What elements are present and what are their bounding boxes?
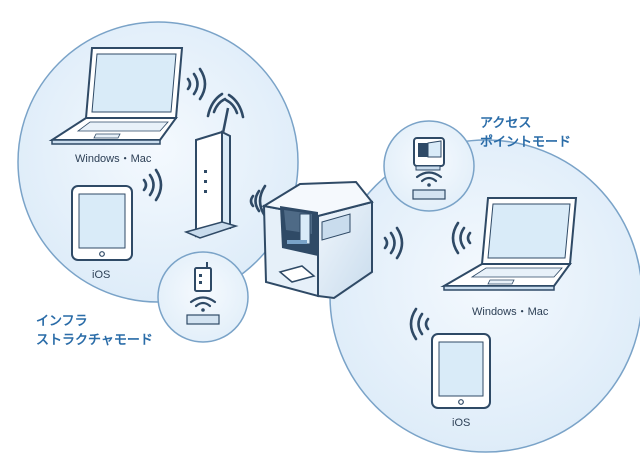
tablet-icon: [71, 185, 133, 261]
wifi-signal-icon: [142, 168, 163, 202]
wifi-signal-icon: [383, 226, 404, 260]
infra-tablet-label: iOS: [92, 269, 111, 281]
printer-base-mini: [186, 314, 220, 325]
tablet-icon: [431, 333, 491, 409]
infrastructure-mode-line1: インフラ: [36, 314, 88, 329]
printer-base-mini: [412, 189, 446, 200]
access-point-mode-line1: アクセス: [480, 116, 532, 131]
router-mini-icon: [194, 262, 212, 292]
wifi-signal-icon: [186, 67, 207, 101]
wifi-signal-icon: [451, 221, 472, 255]
access-point-mode-label: アクセス ポイントモード: [480, 114, 571, 152]
wifi-signal-icon: [415, 171, 443, 187]
infrastructure-mode-line2: ストラクチャモード: [36, 333, 153, 348]
printer-mini-icon: [413, 137, 445, 171]
infra-laptop-label: Windows・Mac: [75, 153, 152, 165]
access-point-mode-line2: ポイントモード: [480, 135, 572, 150]
laptop-icon: [48, 47, 184, 145]
ap-laptop-label: Windows・Mac: [472, 306, 549, 318]
wifi-signal-icon: [409, 307, 430, 341]
label-printer-icon: [261, 180, 376, 300]
wifi-signal-icon: [189, 296, 217, 312]
infrastructure-mode-label: インフラ ストラクチャモード: [36, 312, 153, 350]
wifi-signal-icon: [206, 92, 245, 119]
wireless-router-icon: [183, 107, 239, 239]
laptop-icon: [440, 197, 578, 291]
ap-tablet-label: iOS: [452, 417, 471, 429]
